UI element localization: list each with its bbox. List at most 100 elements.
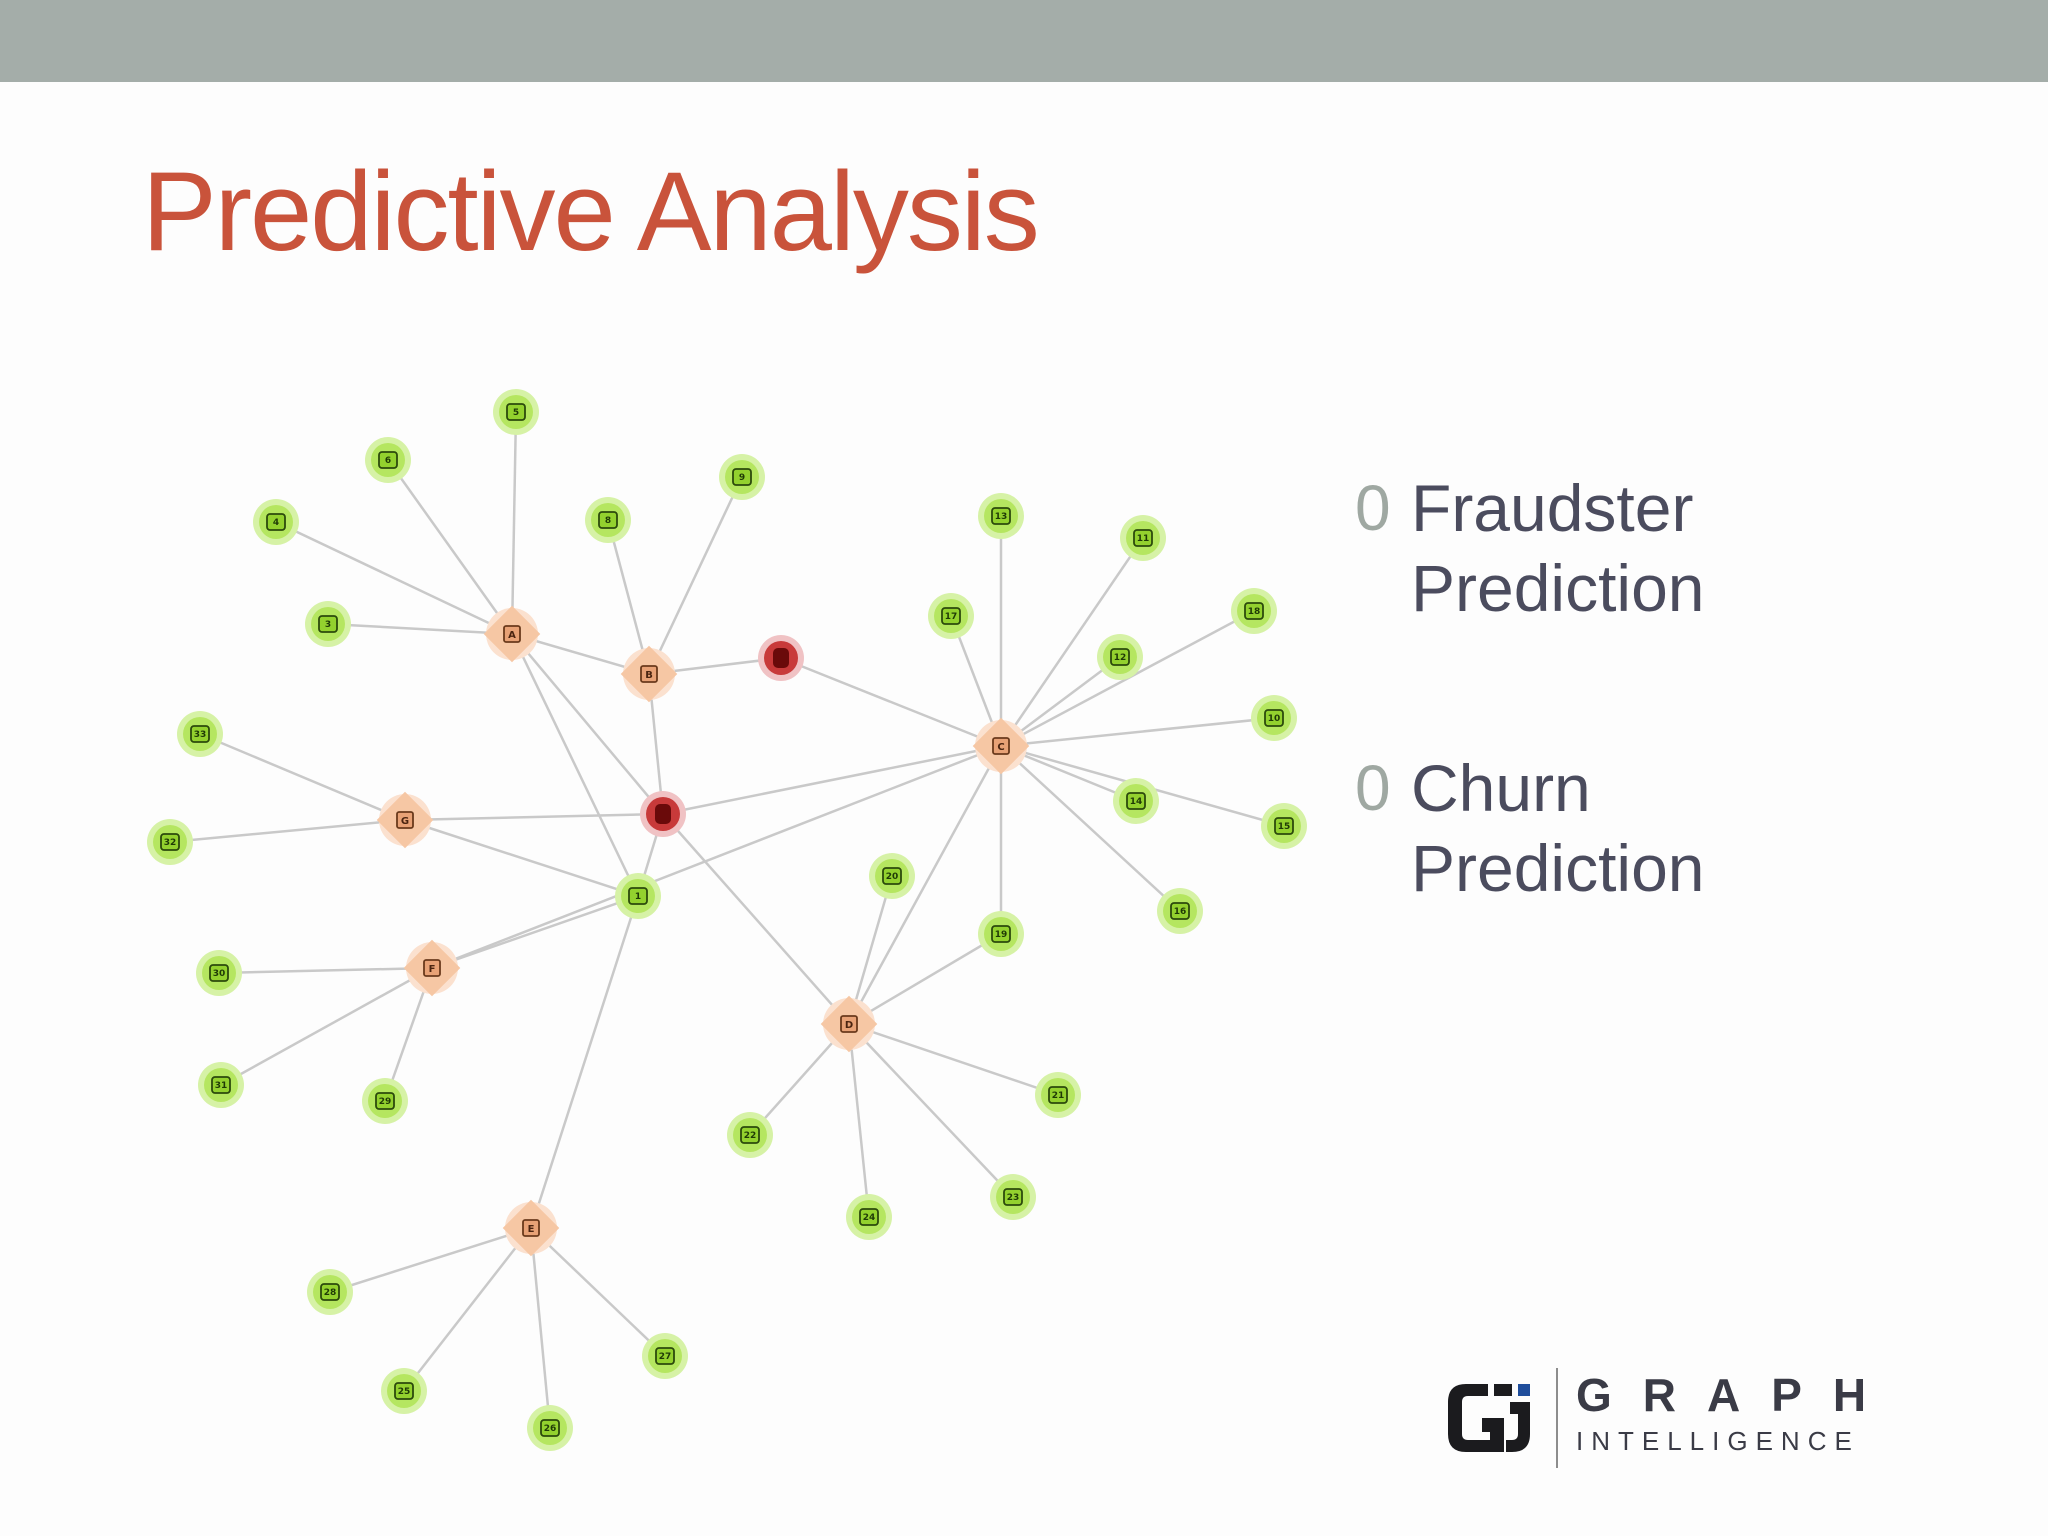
node-label: 29 <box>379 1097 392 1107</box>
node-17: 17 <box>928 593 974 639</box>
hub-label: C <box>997 742 1004 753</box>
bullet-marker: 0 <box>1355 472 1391 544</box>
graph-edge <box>1000 716 1275 748</box>
node-label: 14 <box>1130 797 1143 807</box>
node-3: 3 <box>305 601 351 647</box>
alert-2-node <box>640 791 686 837</box>
node-27: 27 <box>642 1333 688 1379</box>
graph-edge <box>218 966 433 975</box>
hub-label: B <box>645 670 653 681</box>
node-25: 25 <box>381 1368 427 1414</box>
node-24: 24 <box>846 1194 892 1240</box>
node-label: 16 <box>1174 907 1187 917</box>
node-label: 23 <box>1007 1193 1020 1203</box>
node-18: 18 <box>1231 588 1277 634</box>
node-label: 33 <box>194 730 207 740</box>
slide-title: Predictive Analysis <box>142 149 1040 274</box>
hub-A: A <box>483 605 541 663</box>
node-14: 14 <box>1113 778 1159 824</box>
node-16: 16 <box>1157 888 1203 934</box>
gi-logo-icon <box>1448 1384 1530 1452</box>
node-label: 3 <box>325 620 331 630</box>
graph-edge <box>847 745 1003 1025</box>
graph-edge <box>403 1227 532 1392</box>
hub-B: B <box>620 645 678 703</box>
node-33: 33 <box>177 711 223 757</box>
node-label: 19 <box>995 930 1008 940</box>
node-label: 13 <box>995 512 1008 522</box>
graph-edge <box>404 818 639 898</box>
graph-edge <box>848 1022 1059 1097</box>
graph-edge <box>529 895 640 1229</box>
graph-edge <box>848 1023 1014 1198</box>
node-9: 9 <box>719 454 765 500</box>
node-31: 31 <box>198 1062 244 1108</box>
node-label: 6 <box>385 456 391 466</box>
node-11: 11 <box>1120 515 1166 561</box>
node-label: 8 <box>605 516 611 526</box>
hub-label: A <box>508 630 516 641</box>
node-label: 27 <box>659 1352 672 1362</box>
top-bar <box>0 0 2048 82</box>
hub-label: F <box>429 964 436 975</box>
graph-edge <box>404 812 664 822</box>
node-label: 1 <box>635 892 641 902</box>
node-13: 13 <box>978 493 1024 539</box>
node-21: 21 <box>1035 1072 1081 1118</box>
node-8: 8 <box>585 497 631 543</box>
graph-edge <box>847 1023 871 1218</box>
graph-edge <box>329 1226 532 1294</box>
graph-edge <box>1000 745 1181 912</box>
graph-edge <box>647 476 744 675</box>
hub-C: C <box>972 717 1030 775</box>
node-label: 15 <box>1278 822 1291 832</box>
graph-edge <box>848 932 1002 1026</box>
node-5: 5 <box>493 389 539 435</box>
graph-edge <box>431 894 639 970</box>
node-label: 11 <box>1137 534 1150 544</box>
company-logo: GRAPH INTELLIGENCE <box>1444 1368 1930 1472</box>
graph-edge <box>606 519 651 675</box>
node-6: 6 <box>365 437 411 483</box>
node-label: 17 <box>945 612 958 622</box>
hub-E: E <box>502 1199 560 1257</box>
node-10: 10 <box>1251 695 1297 741</box>
node-28: 28 <box>307 1269 353 1315</box>
hub-G: G <box>376 791 434 849</box>
bullet-marker: 0 <box>1355 752 1391 824</box>
node-label: 31 <box>215 1081 228 1091</box>
node-32: 32 <box>147 819 193 865</box>
logo-divider <box>1556 1368 1558 1468</box>
graph-edge <box>510 633 640 897</box>
hub-F: F <box>403 939 461 997</box>
graph-edge <box>511 633 664 815</box>
node-label: 5 <box>513 408 519 418</box>
graph-edge <box>169 818 406 844</box>
node-label: 12 <box>1114 653 1127 663</box>
hub-D: D <box>820 995 878 1053</box>
graph-edge <box>529 1227 552 1429</box>
node-19: 19 <box>978 911 1024 957</box>
node-1: 1 <box>615 873 661 919</box>
graph-edge <box>431 744 1002 970</box>
bullet-fraudster-prediction: 0 Fraudster Prediction <box>1355 468 1995 628</box>
graph-edge <box>780 656 1002 748</box>
node-30: 30 <box>196 950 242 996</box>
graph-edge <box>386 459 514 635</box>
node-label: 28 <box>324 1288 337 1298</box>
node-label: 22 <box>744 1131 757 1141</box>
hub-label: G <box>401 816 409 827</box>
graph-edge <box>220 966 433 1087</box>
hub-label: E <box>528 1224 535 1235</box>
node-15: 15 <box>1261 803 1307 849</box>
alert-1-node <box>758 635 804 681</box>
graph-edge <box>327 622 513 636</box>
node-label: 18 <box>1248 607 1261 617</box>
graph-edge <box>199 732 406 822</box>
bullet-text: Fraudster Prediction <box>1411 471 1705 625</box>
node-label: 20 <box>886 872 899 882</box>
node-12: 12 <box>1097 634 1143 680</box>
graph-edge <box>999 537 1145 747</box>
hub-label: D <box>845 1020 853 1031</box>
